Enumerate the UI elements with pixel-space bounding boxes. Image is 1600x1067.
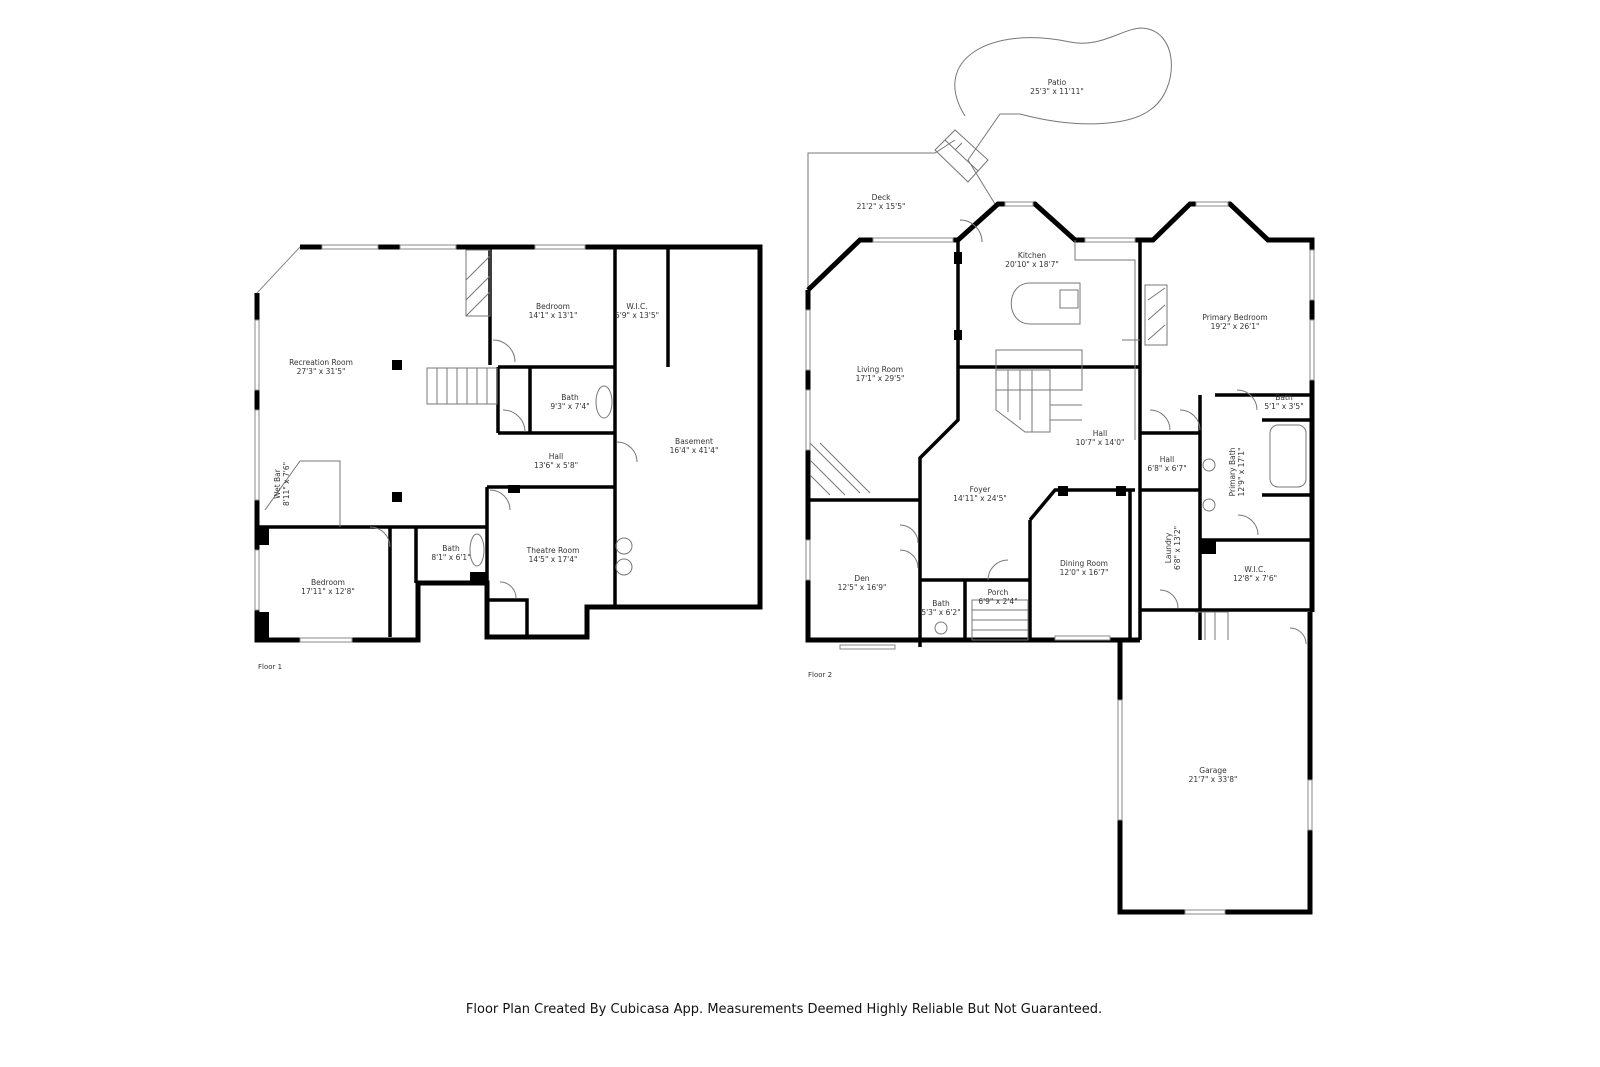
room-name: Deck	[872, 193, 892, 202]
disclaimer-footer: Floor Plan Created By Cubicasa App. Meas…	[465, 1002, 1103, 1017]
room-name: Wet Bar	[273, 468, 282, 499]
fireplace	[465, 249, 491, 317]
room-dimensions: 8'11" x 7'6"	[282, 462, 291, 506]
room-dimensions: 6'9" x 2'4"	[978, 597, 1017, 606]
floor-2-outer-wall	[805, 201, 1315, 915]
room-dimensions: 27'3" x 31'5"	[297, 367, 346, 376]
room-dimensions: 6'8" x 6'7"	[1147, 464, 1186, 473]
room-dimensions: 25'3" x 11'11"	[1030, 87, 1084, 96]
column	[392, 492, 402, 502]
column	[392, 360, 402, 370]
room-name: Recreation Room	[289, 358, 353, 367]
room-name: Living Room	[857, 365, 903, 374]
room-name: Laundry	[1164, 532, 1173, 563]
room-dimensions: 21'2" x 15'5"	[857, 202, 906, 211]
room-dimensions: 19'2" x 26'1"	[1211, 322, 1260, 331]
room-name: Foyer	[970, 485, 992, 494]
room-dimensions: 21'7" x 33'8"	[1189, 775, 1238, 784]
room-name: Hall	[1093, 429, 1107, 438]
room-name: Dining Room	[1060, 559, 1108, 568]
floor-1-plan	[254, 244, 763, 643]
floor-1-room-labels: Recreation Room 27'3" x 31'5" Bedroom 14…	[258, 302, 718, 671]
room-dimensions: 14'1" x 13'1"	[529, 311, 578, 320]
room-name: Patio	[1048, 78, 1067, 87]
door-swing	[369, 339, 638, 599]
deck-stairs	[934, 129, 989, 183]
room-name: W.I.C.	[1244, 565, 1265, 574]
room-name: Hall	[549, 452, 563, 461]
bathtub	[469, 533, 485, 567]
room-name: Bedroom	[536, 302, 570, 311]
room-dimensions: 6'8" x 13'2"	[1173, 526, 1182, 570]
room-dimensions: 10'7" x 14'0"	[1076, 438, 1125, 447]
room-name: Bath	[561, 393, 579, 402]
door-swing	[899, 219, 1307, 645]
room-dimensions: 17'11" x 12'8"	[301, 587, 355, 596]
room-dimensions: 14'5" x 17'4"	[529, 555, 578, 564]
room-dimensions: 14'11" x 24'5"	[953, 494, 1007, 503]
room-dimensions: 9'3" x 7'4"	[550, 402, 589, 411]
room-name: Bath	[442, 544, 460, 553]
room-dimensions: 12'8" x 7'6"	[1233, 574, 1277, 583]
floor-label: Floor 2	[808, 671, 832, 679]
room-name: Den	[854, 574, 869, 583]
room-dimensions: 5'9" x 13'5"	[615, 311, 659, 320]
room-dimensions: 8'1" x 6'1"	[431, 553, 470, 562]
floor-2-room-labels: Patio 25'3" x 11'11" Deck 21'2" x 15'5" …	[808, 78, 1304, 784]
room-name: Primary Bedroom	[1202, 313, 1267, 322]
room-dimensions: 13'6" x 5'8"	[534, 461, 578, 470]
stairs	[426, 367, 498, 405]
deck-outline	[807, 139, 996, 290]
room-name: Kitchen	[1018, 251, 1046, 260]
room-dimensions: 12'5" x 16'9"	[838, 583, 887, 592]
room-dimensions: 12'0" x 16'7"	[1060, 568, 1109, 577]
room-dimensions: 5'3" x 6'2"	[921, 608, 960, 617]
bathtub	[595, 385, 613, 419]
room-dimensions: 20'10" x 18'7"	[1005, 260, 1059, 269]
fireplace	[1144, 284, 1168, 346]
room-name: Bedroom	[311, 578, 345, 587]
floor-label: Floor 1	[258, 663, 282, 671]
interior-walls	[808, 240, 1314, 647]
patio-outline	[954, 27, 1172, 161]
room-dimensions: 17'1" x 29'5"	[856, 374, 905, 383]
cooktop-icon	[1059, 289, 1079, 309]
kitchen-island	[1010, 282, 1081, 325]
room-name: Garage	[1199, 766, 1227, 775]
room-name: W.I.C.	[626, 302, 647, 311]
bathtub	[1269, 424, 1307, 488]
room-dimensions: 12'9" x 17'1"	[1237, 448, 1246, 497]
room-name: Porch	[988, 588, 1009, 597]
room-name: Bath	[1275, 393, 1293, 402]
floor-2-plan	[805, 27, 1315, 915]
room-name: Basement	[675, 437, 713, 446]
room-dimensions: 16'4" x 41'4"	[670, 446, 719, 455]
window	[256, 246, 301, 294]
room-name: Primary Bath	[1228, 447, 1237, 496]
room-name: Hall	[1160, 455, 1174, 464]
stairs	[995, 349, 1083, 433]
room-name: Bath	[932, 599, 950, 608]
room-dimensions: 5'1" x 3'5"	[1264, 402, 1303, 411]
room-name: Theatre Room	[526, 546, 580, 555]
